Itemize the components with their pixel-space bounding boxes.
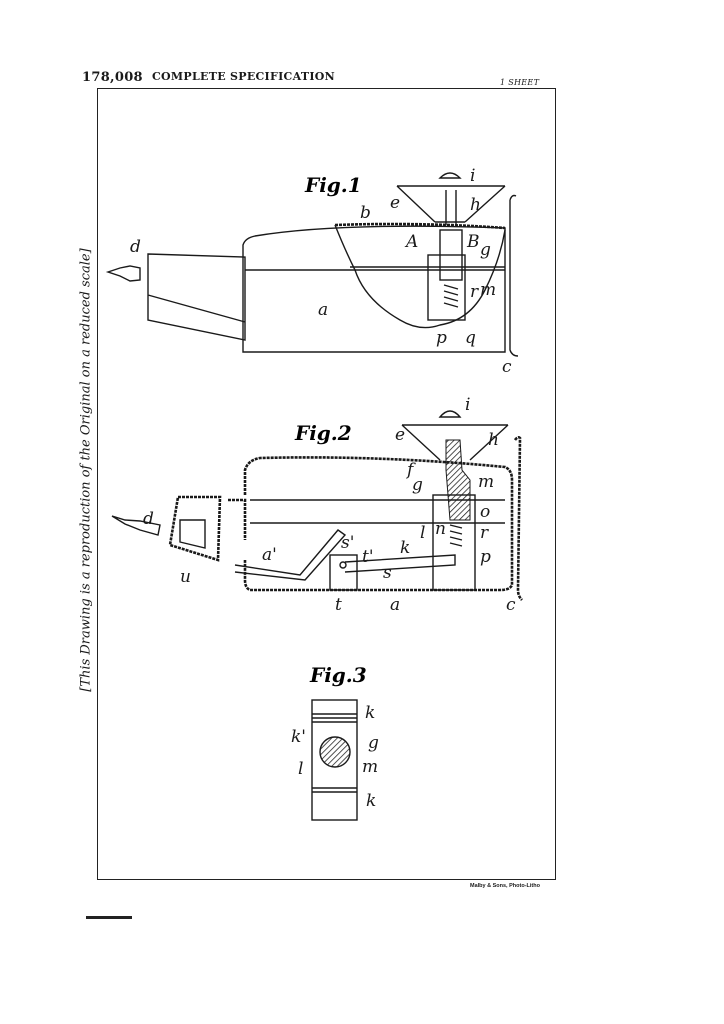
fig3-lines	[312, 713, 357, 793]
label-B: B	[466, 232, 480, 252]
fig1-inner-line	[245, 266, 505, 271]
label-t: t	[335, 595, 342, 615]
label-r: r	[480, 523, 489, 543]
label-k: k	[400, 538, 410, 558]
fig2-nozzle	[111, 515, 161, 536]
label-s1: s'	[341, 533, 354, 553]
label-n: n	[435, 519, 446, 539]
fig2-pivot	[339, 561, 347, 569]
label-d: d	[130, 237, 141, 257]
label-h: h	[470, 195, 481, 215]
label-i: i	[470, 166, 475, 186]
label-g: g	[480, 240, 491, 260]
fig1-nozzle	[105, 265, 141, 282]
label-c: c	[506, 595, 516, 615]
fig3-plug-section	[319, 736, 351, 768]
fig2-knob	[438, 410, 462, 418]
fig1-title: Fig.1	[304, 173, 362, 197]
label-g: g	[368, 733, 379, 753]
figure-3: Fig.3 k k' g l m k	[291, 663, 379, 821]
label-e: e	[390, 193, 400, 213]
fig2-body	[243, 456, 514, 592]
margin-mark	[86, 916, 132, 919]
label-m: m	[480, 280, 496, 300]
label-l: l	[298, 759, 303, 779]
label-t1: t'	[362, 547, 374, 567]
label-m: m	[478, 472, 494, 492]
fig1-handle	[509, 194, 519, 357]
label-r: r	[470, 282, 479, 302]
fig2-funnel	[401, 424, 509, 461]
fig1-cutaway	[334, 224, 506, 329]
label-o: o	[480, 502, 490, 522]
label-k-bottom: k	[366, 791, 376, 811]
fig1-spring	[443, 284, 459, 308]
label-a: a	[318, 300, 328, 320]
label-p: p	[480, 547, 491, 567]
label-i: i	[465, 395, 470, 415]
sheet-count: 1 SHEET	[500, 78, 540, 87]
label-e: e	[395, 425, 405, 445]
label-b: b	[360, 203, 371, 223]
label-s: s	[383, 563, 392, 583]
label-k: k	[365, 703, 375, 723]
label-l: l	[420, 523, 425, 543]
fig2-valve-plug	[445, 439, 471, 521]
figure-2: Fig.2 i e h f g m o d l n r k s'	[111, 395, 523, 615]
label-c: c	[502, 357, 512, 377]
fig1-lid	[334, 222, 506, 230]
fig2-lever-s	[344, 554, 456, 573]
label-m: m	[362, 757, 378, 777]
fig1-spout-housing	[147, 253, 246, 341]
drawing-frame	[97, 88, 556, 880]
label-d: d	[143, 509, 154, 529]
fig3-title: Fig.3	[309, 663, 367, 687]
fig1-valve-stem	[438, 172, 462, 225]
label-a1: a'	[262, 545, 277, 565]
fig2-handle	[513, 436, 523, 601]
fig2-pivot-block	[329, 554, 358, 591]
label-q: q	[465, 328, 476, 348]
fig2-title: Fig.2	[294, 421, 352, 445]
label-p: p	[436, 328, 447, 348]
label-h: h	[488, 430, 499, 450]
fig2-valve-u	[179, 519, 206, 549]
label-k1: k'	[291, 727, 306, 747]
fig2-neck	[228, 498, 247, 540]
document-title: COMPLETE SPECIFICATION	[152, 70, 336, 83]
label-f: f	[405, 460, 416, 480]
label-a: a	[390, 595, 400, 615]
figure-1: Fig.1 i e h b A B g d r m a p q c	[105, 166, 519, 377]
label-g: g	[412, 475, 423, 495]
fig1-funnel	[396, 185, 506, 223]
fig3-block	[311, 699, 358, 821]
label-A: A	[404, 232, 418, 252]
fig2-rod-a1	[234, 529, 347, 581]
printer-credit: Malby & Sons, Photo-Litho	[470, 883, 540, 889]
fig2-spout-box	[168, 495, 222, 562]
fig2-spring	[449, 524, 463, 547]
fig1-cylinder	[427, 254, 466, 321]
label-u: u	[180, 567, 191, 587]
patent-number: 178,008	[82, 70, 143, 85]
